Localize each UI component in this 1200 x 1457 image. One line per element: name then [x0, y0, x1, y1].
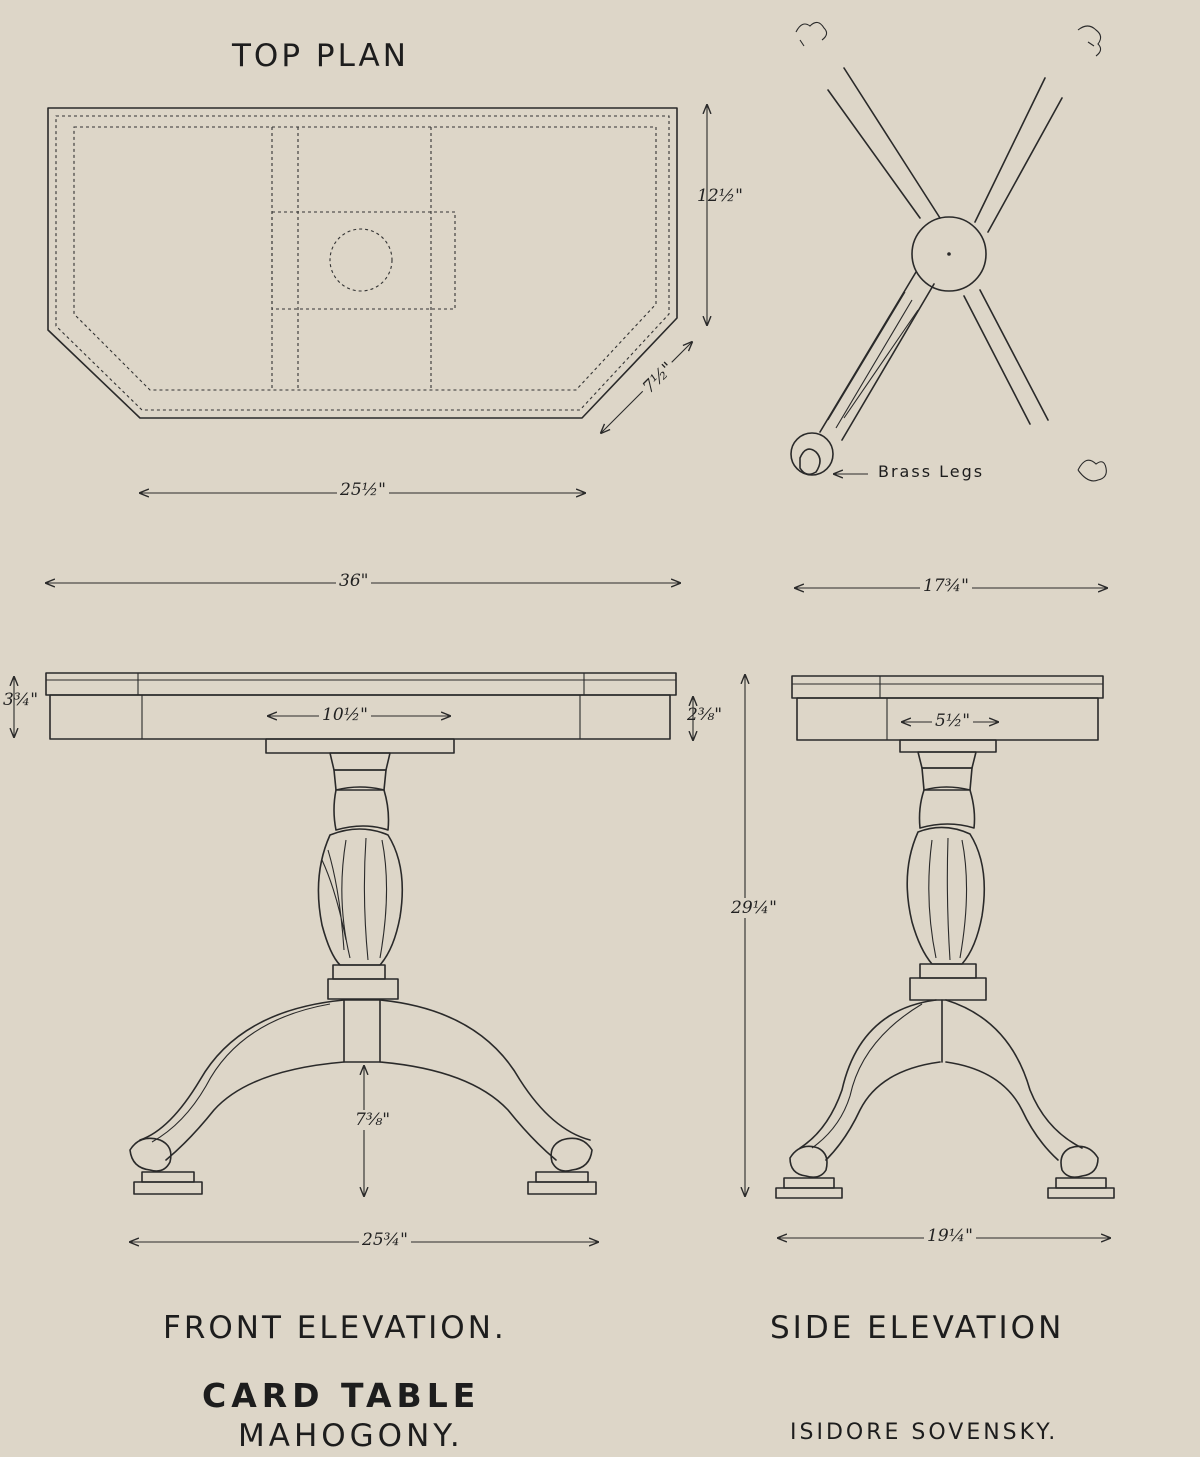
- dim-overall-height: 29¼": [728, 898, 780, 918]
- top-plan-dimension-lines: [46, 105, 707, 583]
- top-plan-drawing: [47, 107, 678, 419]
- side-elevation-dimension-lines: [778, 722, 1110, 1238]
- dim-side-drawer-width: 5½": [932, 711, 974, 731]
- dim-overall-width: 36": [336, 571, 372, 591]
- artist-signature: ISIDORE SOVENSKY.: [790, 1420, 1059, 1445]
- dim-side-base-width: 19¼": [924, 1226, 976, 1246]
- dim-top-inner-width: 25½": [337, 480, 389, 500]
- material-label: MAHOGONY.: [238, 1418, 464, 1454]
- side-elevation-title: SIDE ELEVATION: [770, 1310, 1065, 1346]
- front-elevation-dimension-lines: [14, 675, 745, 1242]
- dim-apron-height: 3¾": [3, 690, 39, 710]
- side-elevation-drawing: [775, 675, 1115, 1199]
- dim-leg-height: 7⅜": [352, 1110, 394, 1130]
- top-plan-title: TOP PLAN: [232, 38, 409, 74]
- dim-front-base-width: 25¾": [359, 1230, 411, 1250]
- base-plan-drawing: [790, 21, 1107, 482]
- dim-drawer-height: 2⅜": [687, 705, 723, 725]
- dim-drawer-width: 10½": [319, 705, 371, 725]
- dim-top-depth: 12½": [697, 186, 743, 206]
- drawing-title: CARD TABLE: [202, 1376, 481, 1415]
- front-elevation-drawing: [45, 672, 677, 1195]
- dim-side-width: 17¾": [920, 576, 972, 596]
- front-elevation-title: FRONT ELEVATION.: [163, 1310, 507, 1346]
- brass-legs-note: Brass Legs: [878, 462, 985, 481]
